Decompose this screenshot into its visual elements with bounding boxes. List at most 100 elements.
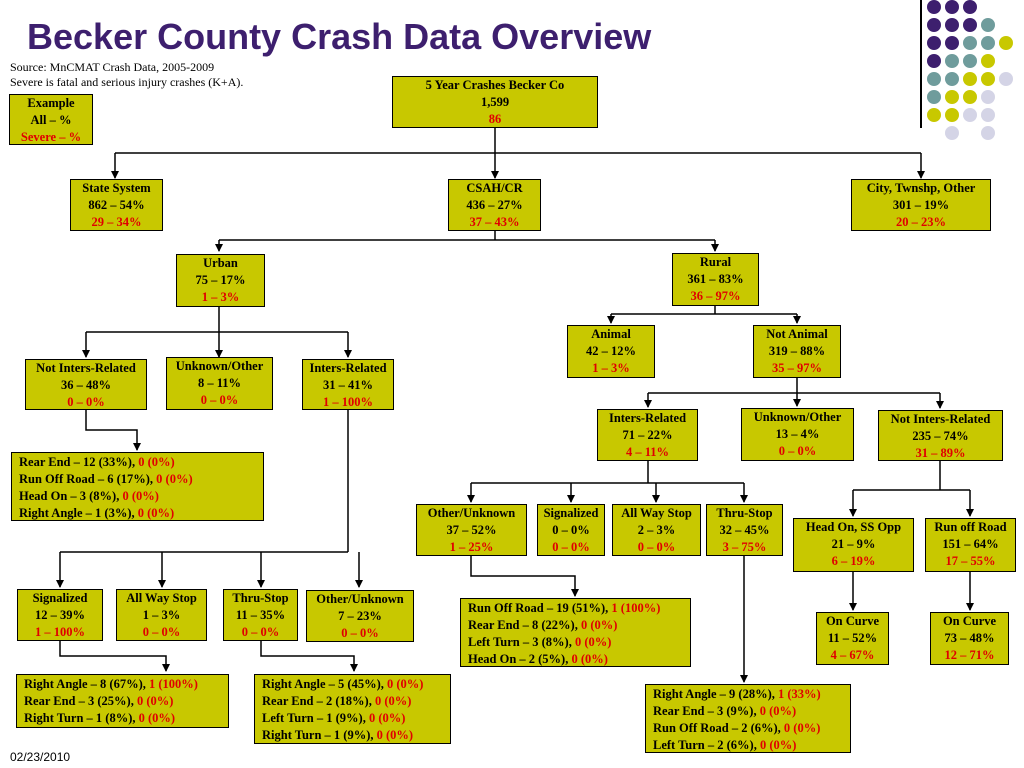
node-severe-value: 12 – 71% [944,648,995,662]
example-severe-label: Severe – % [20,130,82,144]
severe-definition-note: Severe is fatal and serious injury crash… [10,75,244,89]
dot [981,108,995,122]
node-severe-value: 86 [488,112,502,126]
dot [927,18,941,32]
dot [981,18,995,32]
dot [963,36,977,50]
node-all-value: 2 – 3% [637,523,676,537]
node-title: On Curve [825,614,880,628]
node-all-value: 37 – 52% [446,523,497,537]
node-title: Signalized [543,506,599,520]
node-title: Not Inters-Related [36,361,136,375]
node-all-value: 73 – 48% [944,631,995,645]
crash-type-line: Right Turn – 1 (9%), 0 (0%) [262,728,414,742]
dot [945,72,959,86]
example-label: Example [27,96,75,110]
node-all-value: 31 – 41% [323,378,373,392]
node-rural: Rural 361 – 83% 36 – 97% [672,253,759,306]
dot [963,90,977,104]
node-all-value: 13 – 4% [775,427,820,441]
crash-type-line: Run Off Road – 2 (6%), 0 (0%) [653,721,821,735]
node-severe-value: 1 – 100% [35,625,85,639]
example-all-label: All – % [30,113,72,127]
node-state-system: State System 862 – 54% 29 – 34% [70,179,163,231]
node-all-value: 1 – 3% [142,608,181,622]
node-severe-value: 0 – 0% [67,395,105,409]
node-urban-signalized: Signalized 12 – 39% 1 – 100% [17,589,103,641]
node-title: Not Animal [766,327,828,341]
crash-type-line: Left Turn – 3 (8%), 0 (0%) [468,635,612,649]
node-all-value: 36 – 48% [61,378,111,392]
dot [945,18,959,32]
crash-type-line: Right Angle – 9 (28%), 1 (33%) [653,687,821,701]
crash-type-line: Rear End – 3 (9%), 0 (0%) [653,704,797,718]
node-title: CSAH/CR [466,181,523,195]
dot [927,54,941,68]
dot [981,36,995,50]
node-severe-value: 37 – 43% [469,215,520,229]
node-severe-value: 1 – 25% [449,540,494,554]
node-all-value: 8 – 11% [197,376,242,390]
node-all-value: 11 – 35% [235,608,286,622]
node-severe-value: 0 – 0% [241,625,280,639]
crash-type-line: Left Turn – 1 (9%), 0 (0%) [262,711,406,725]
dot [963,108,977,122]
node-rural-all-way-stop: All Way Stop 2 – 3% 0 – 0% [612,504,701,556]
crash-type-line: Rear End – 12 (33%), 0 (0%) [19,455,175,469]
node-rural-animal: Animal 42 – 12% 1 – 3% [567,325,655,378]
crash-type-line: Run Off Road – 19 (51%), 1 (100%) [468,601,661,615]
node-run-off-road: Run off Road 151 – 64% 17 – 55% [925,518,1016,572]
urban-signalized-crash-types: Right Angle – 8 (67%), 1 (100%) Rear End… [16,674,229,728]
crash-type-line: Rear End – 3 (25%), 0 (0%) [24,694,174,708]
node-all-value: 75 – 17% [195,273,246,287]
node-title: Urban [203,256,238,270]
node-severe-value: 1 – 3% [201,290,240,304]
node-urban-inters-related: Inters-Related 31 – 41% 1 – 100% [302,359,394,410]
dot [945,90,959,104]
dot [927,0,941,14]
node-rural-inters-related: Inters-Related 71 – 22% 4 – 11% [597,409,698,461]
node-rural-unknown-other: Unknown/Other 13 – 4% 0 – 0% [741,408,854,461]
dot [963,72,977,86]
dot [927,90,941,104]
node-severe-value: 29 – 34% [91,215,142,229]
node-run-off-road-on-curve: On Curve 73 – 48% 12 – 71% [930,612,1009,665]
node-all-value: 42 – 12% [586,344,636,358]
node-all-value: 235 – 74% [912,429,969,443]
dot [945,0,959,14]
crash-type-line: Head On – 2 (5%), 0 (0%) [468,652,608,666]
node-head-on-on-curve: On Curve 11 – 52% 4 – 67% [816,612,889,665]
node-title: Animal [591,327,631,341]
node-title: Unknown/Other [753,410,842,424]
node-severe-value: 4 – 11% [625,445,670,459]
source-note: Source: MnCMAT Crash Data, 2005-2009 [10,60,215,74]
node-title: Run off Road [934,520,1007,534]
node-urban-not-inters-related: Not Inters-Related 36 – 48% 0 – 0% [25,359,147,410]
node-five-year-crashes: 5 Year Crashes Becker Co 1,599 86 [392,76,598,128]
rural-other-unknown-crash-types: Run Off Road – 19 (51%), 1 (100%) Rear E… [460,598,691,667]
node-all-value: 32 – 45% [719,523,770,537]
crash-type-line: Head On – 3 (8%), 0 (0%) [19,489,159,503]
node-csah-cr: CSAH/CR 436 – 27% 37 – 43% [448,179,541,231]
node-severe-value: 3 – 75% [722,540,767,554]
node-city-township-other: City, Twnshp, Other 301 – 19% 20 – 23% [851,179,991,231]
node-all-value: 361 – 83% [687,272,744,286]
node-all-value: 1,599 [480,95,510,109]
urban-thru-stop-crash-types: Right Angle – 5 (45%), 0 (0%) Rear End –… [254,674,451,744]
node-all-value: 7 – 23% [338,609,382,623]
dot [981,90,995,104]
node-all-value: 301 – 19% [892,198,950,212]
dot [927,72,941,86]
node-title: City, Twnshp, Other [866,181,976,195]
node-rural-not-inters-related: Not Inters-Related 235 – 74% 31 – 89% [878,410,1003,461]
node-all-value: 12 – 39% [35,608,85,622]
node-title: Inters-Related [309,361,387,375]
node-title: 5 Year Crashes Becker Co [425,78,565,92]
dot [999,36,1013,50]
node-title: Inters-Related [608,411,687,425]
node-title: Thru-Stop [716,506,773,520]
node-title: Unknown/Other [175,359,264,373]
node-title: Rural [699,255,732,269]
slide-date: 02/23/2010 [10,750,71,764]
